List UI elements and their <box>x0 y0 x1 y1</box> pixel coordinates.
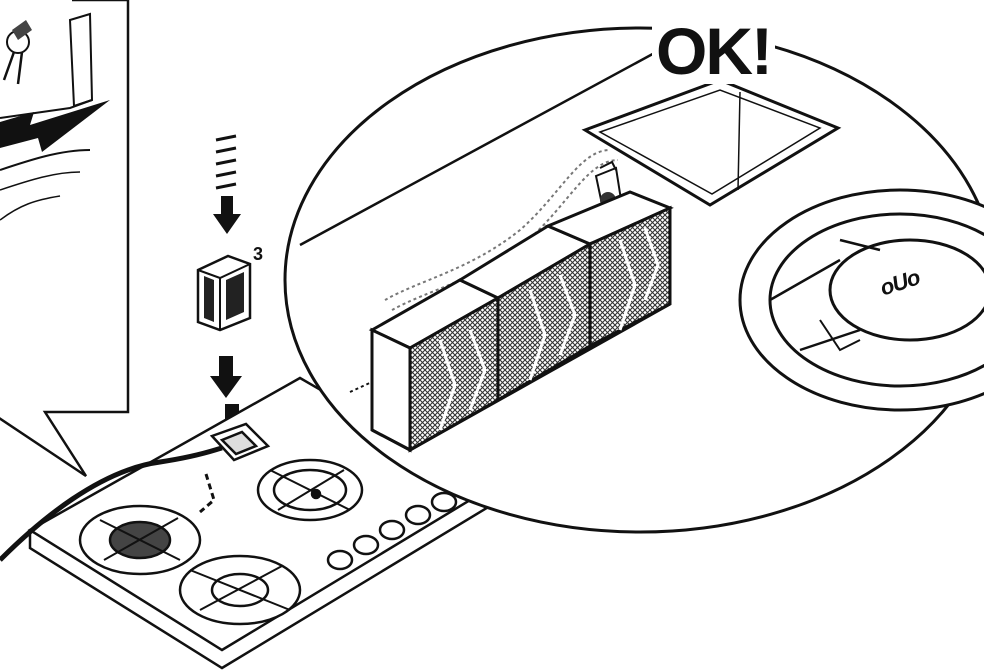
filter-modules <box>368 190 674 453</box>
filter-cartridge <box>196 254 252 332</box>
detail-callout <box>0 0 130 478</box>
fan-housing <box>738 188 984 412</box>
insert-arrow-icon <box>0 100 110 152</box>
motion-dashes-icon <box>215 134 237 190</box>
power-cable <box>0 445 223 562</box>
down-arrow-icon <box>210 356 242 398</box>
magnified-view <box>283 26 984 534</box>
down-arrow-icon <box>213 196 241 234</box>
